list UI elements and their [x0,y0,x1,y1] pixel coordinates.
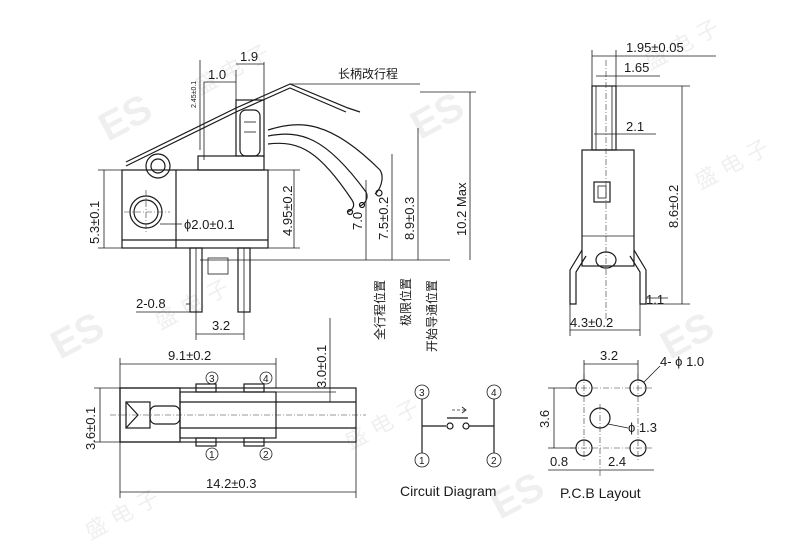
side-view: 1.9 1.0 2.45±0.1 长柄改行程 5.3±0.1 ϕ2.0±0.1 … [87,49,476,352]
side-lever-arm-inner [125,87,347,167]
top-pin-marker-3 [205,371,219,385]
end-view: 1.95±0.05 1.65 2.1 8.6±0.2 1.1 4.3±0.2 [569,40,716,336]
dim-1-9: 1.9 [240,49,258,64]
label-full-travel: 全行程位置 [372,280,387,340]
top-pin-marker-2 [259,447,273,461]
dim-1-95: 1.95±0.05 [626,40,684,55]
watermark-logo: ES [44,304,112,368]
dim-8-6: 8.6±0.2 [666,185,681,228]
top-pin-label-3: 3 [209,374,215,385]
circuit-label-3: 3 [419,388,425,399]
side-pivot-outer [145,153,171,179]
dim-5-3: 5.3±0.1 [87,201,102,244]
top-pin-marker-4 [259,371,273,385]
dim-8-9: 8.9±0.3 [402,197,417,240]
side-lever-pos-1 [267,124,383,195]
circuit-contact [462,422,470,430]
side-lever-tip [358,201,366,209]
circuit-diagram: 3 4 1 2 Circuit Diagram [400,384,502,499]
top-pin-tab [195,383,217,393]
dim-1-65: 1.65 [624,60,649,75]
dim-2-1: 2.1 [626,119,644,134]
dim-3-6: 3.6±0.1 [83,407,98,450]
circuit-label-1: 1 [419,456,425,467]
dim-pcb-holes: 4- ϕ 1.0 [660,354,704,369]
top-pin-tab [243,437,265,447]
dim-pcb-2-4: 2.4 [608,454,626,469]
watermark-text: 盛 电 子 [81,486,163,546]
dim-pcb-3-6: 3.6 [537,410,552,428]
dim-7-5: 7.5±0.2 [376,197,391,240]
dim-3-2: 3.2 [212,318,230,333]
side-pin-tab [207,257,229,275]
watermark-logo: ES [92,86,160,150]
top-pin-label-2: 2 [263,450,269,461]
circuit-label-4: 4 [491,388,497,399]
dim-2-45: 2.45±0.1 [191,81,198,108]
dim-14-2: 14.2±0.3 [206,476,257,491]
pcb-center-leader [607,423,629,429]
watermark-text: 盛 电 子 [191,41,273,101]
watermark-logo: ES [404,84,472,148]
dim-10-2: 10.2 Max [454,182,469,236]
pcb-hole-leader [643,365,661,383]
side-lever-tip [375,189,383,197]
side-lever-pos-3 [267,142,355,213]
side-plunger [239,109,261,157]
side-lever-tip [346,208,354,216]
top-pin-label-4: 4 [263,374,269,385]
dim-pcb-3-2: 3.2 [600,348,618,363]
lever-note: 长柄改行程 [338,66,398,81]
dim-1-0: 1.0 [208,67,226,82]
side-lever-arm [125,83,361,163]
watermark-text: 盛 电 子 [691,136,773,196]
label-limit: 极限位置 [398,278,413,326]
dim-9-1: 9.1±0.2 [168,348,211,363]
dim-3-0: 3.0±0.1 [314,345,329,388]
end-window-inner [597,185,607,199]
end-pin-left [569,249,587,305]
circuit-actuator-arrow [461,406,467,414]
top-pin-label-1: 1 [209,450,215,461]
watermark-text: 盛 电 子 [341,396,423,456]
dim-4-3: 4.3±0.2 [570,315,613,330]
end-pin-right [629,249,647,305]
circuit-title: Circuit Diagram [400,483,496,499]
side-top-cap [197,155,265,171]
circuit-contact [446,422,454,430]
side-pivot-inner [150,158,166,174]
dim-pcb-0-8: 0.8 [550,454,568,469]
end-body [581,149,635,267]
label-conduct: 开始导通位置 [424,280,439,352]
dim-2-0-8: 2-0.8 [136,296,166,311]
pcb-layout: 3.2 4- ϕ 1.0 3.6 ϕ 1.3 0.8 2.4 P.C.B Lay… [537,348,704,501]
end-actuator [591,85,617,151]
pcb-title: P.C.B Layout [560,485,641,501]
dim-1-1: 1.1 [646,292,664,307]
dim-hole: ϕ2.0±0.1 [184,217,235,232]
side-body-outline [121,169,269,249]
end-window [593,181,611,203]
dim-pcb-center-hole: ϕ 1.3 [628,420,657,435]
top-view: 3 4 1 2 9.1±0.2 3.0±0.1 3.6±0.1 14.2±0.3 [83,318,366,498]
top-pin-tab [243,383,265,393]
dim-7-0: 7.0 [350,212,365,230]
side-lever-pos-2 [267,133,368,207]
dim-4-95: 4.95±0.2 [280,185,295,236]
circuit-label-2: 2 [491,456,497,467]
top-pin-tab [195,437,217,447]
top-pin-marker-1 [205,447,219,461]
